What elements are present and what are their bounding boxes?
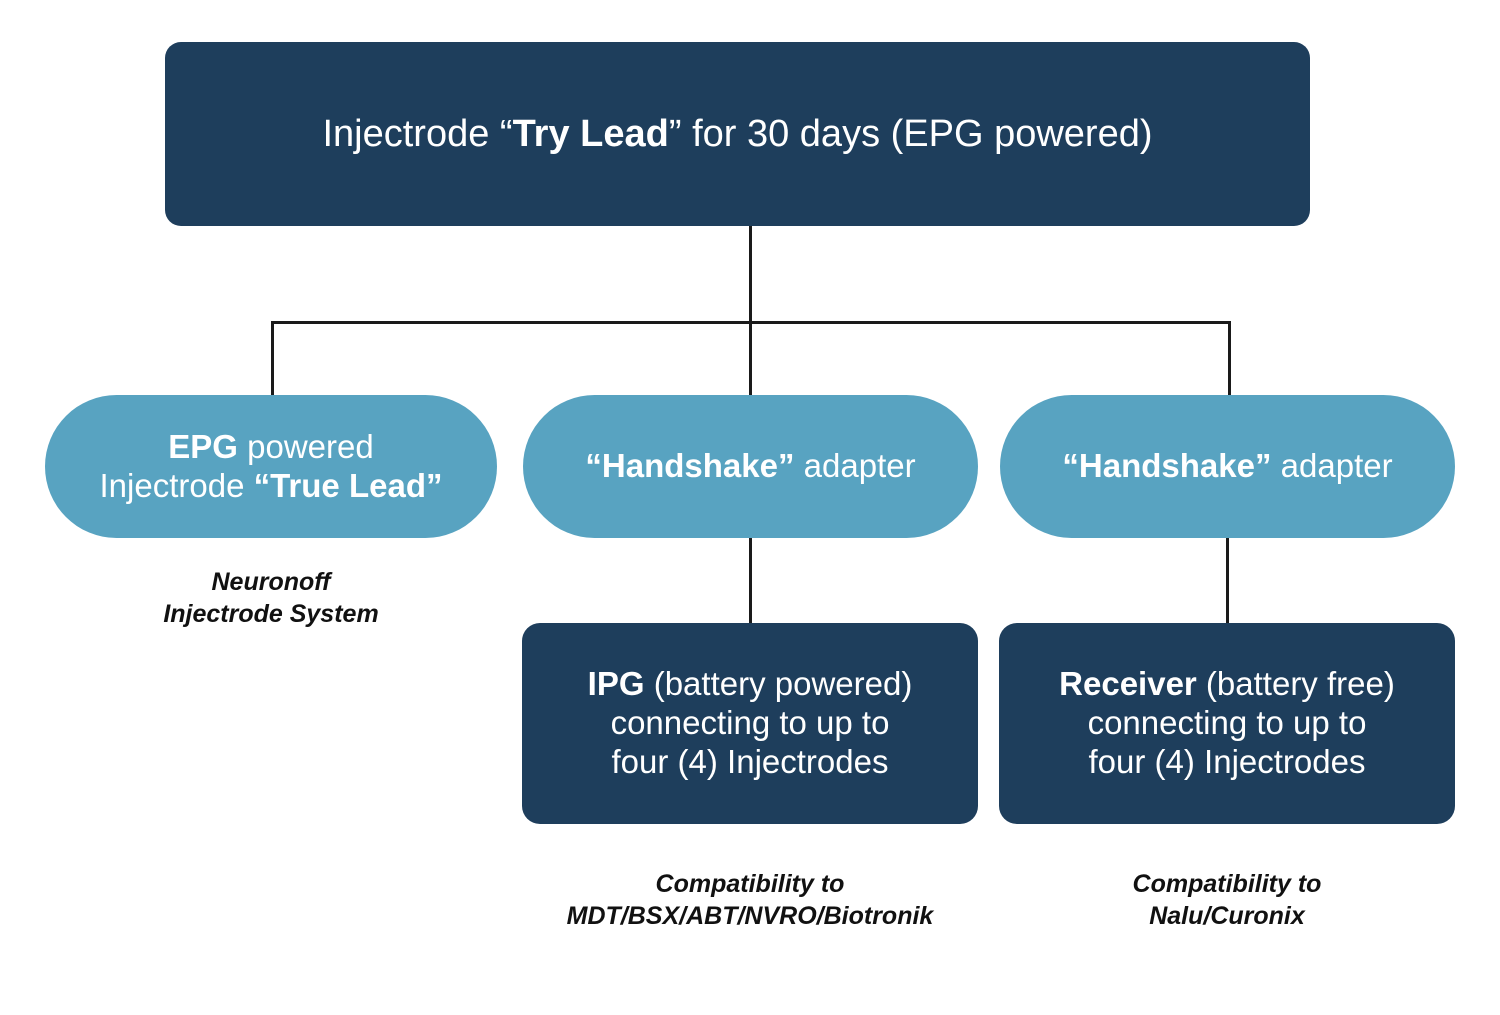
caption-compatibility-nalu: Compatibility to Nalu/Curonix <box>999 868 1455 932</box>
pill-node-2-label: “Handshake” adapter <box>567 447 933 486</box>
leaf-2-line2: connecting to up to <box>1087 704 1367 742</box>
root-node-label: Injectrode “Try Lead” for 30 days (EPG p… <box>304 112 1170 157</box>
leaf-node-2-label: Receiver (battery free)connecting to up … <box>1041 665 1413 782</box>
leaf-2-rest: (battery free) <box>1196 665 1395 703</box>
connector-drop-branch-2 <box>749 321 752 399</box>
pill-2-bold: “Handshake” <box>585 447 795 485</box>
pill-1-line1-rest: powered <box>237 427 374 465</box>
caption-1-line1: Neuronoff <box>211 568 331 596</box>
pill-node-handshake-adapter-1: “Handshake” adapter <box>523 395 978 538</box>
leaf-node-receiver: Receiver (battery free)connecting to up … <box>999 623 1455 824</box>
root-label-suffix: ” for 30 days (EPG powered) <box>668 112 1153 155</box>
caption-compatibility-mdt: Compatibility to MDT/BSX/ABT/NVRO/Biotro… <box>500 868 1000 932</box>
root-label-prefix: Injectrode “ <box>322 112 513 155</box>
leaf-1-line2: connecting to up to <box>610 704 890 742</box>
caption-2-line1: Compatibility to <box>655 870 845 898</box>
connector-root-stem <box>749 226 752 324</box>
pill-3-bold: “Handshake” <box>1062 447 1272 485</box>
pill-1-line1-bold: EPG <box>168 427 238 465</box>
connector-drop-branch-3 <box>1228 321 1231 399</box>
caption-1-line2: Injectrode System <box>163 600 379 628</box>
leaf-2-line3: four (4) Injectrodes <box>1088 742 1366 780</box>
caption-3-line2: Nalu/Curonix <box>1149 902 1305 930</box>
root-node-try-lead: Injectrode “Try Lead” for 30 days (EPG p… <box>165 42 1310 226</box>
caption-2-line2: MDT/BSX/ABT/NVRO/Biotronik <box>566 902 934 930</box>
caption-neuronoff-injectrode-system: Neuronoff Injectrode System <box>45 566 497 630</box>
pill-1-line2-bold: “True Lead” <box>253 466 443 504</box>
leaf-2-bold: Receiver <box>1059 665 1197 703</box>
pill-3-rest: adapter <box>1271 447 1393 485</box>
pill-2-rest: adapter <box>794 447 916 485</box>
leaf-1-bold: IPG <box>587 665 645 703</box>
pill-1-line2-prefix: Injectrode <box>99 466 254 504</box>
caption-3-line1: Compatibility to <box>1132 870 1322 898</box>
leaf-1-line3: four (4) Injectrodes <box>611 742 889 780</box>
leaf-node-1-label: IPG (battery powered)connecting to up to… <box>570 665 931 782</box>
pill-node-3-label: “Handshake” adapter <box>1044 447 1410 486</box>
root-label-bold: Try Lead <box>512 112 669 155</box>
leaf-1-rest: (battery powered) <box>644 665 913 703</box>
pill-node-handshake-adapter-2: “Handshake” adapter <box>1000 395 1455 538</box>
leaf-node-ipg: IPG (battery powered)connecting to up to… <box>522 623 978 824</box>
connector-drop-branch-1 <box>271 321 274 399</box>
connector-pill3-to-leaf2 <box>1226 537 1229 627</box>
connector-pill2-to-leaf1 <box>749 537 752 627</box>
